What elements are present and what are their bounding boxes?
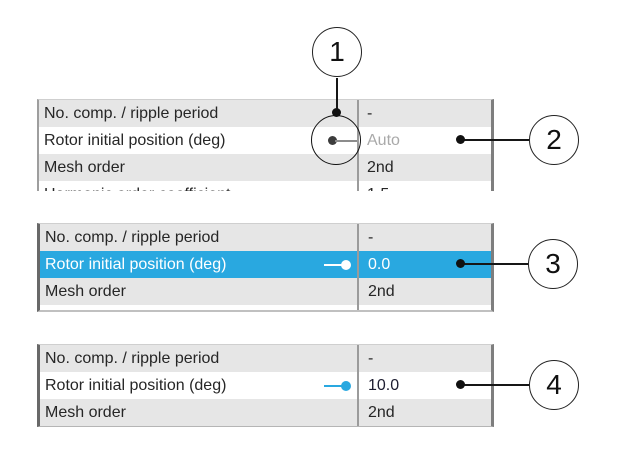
slider-dot — [341, 259, 351, 270]
property-value[interactable]: 10.0 — [368, 376, 400, 394]
table-row-clipped[interactable]: Harmonic order coefficient 1.5 — [39, 181, 491, 191]
property-label: Harmonic order coefficient — [39, 186, 358, 192]
property-label: Rotor initial position (deg) — [45, 255, 227, 273]
callout-3-endpoint-dot — [456, 259, 465, 268]
slider-track — [324, 263, 346, 266]
callout-4-circle: 4 — [529, 360, 579, 410]
property-value[interactable]: 0.0 — [368, 255, 391, 273]
callout-2-leader-line — [464, 139, 529, 141]
property-label: Mesh order — [45, 403, 126, 421]
column-divider — [357, 224, 359, 310]
callout-3-label: 3 — [545, 248, 561, 279]
table-row-rotor-position-selected[interactable]: Rotor initial position (deg) 0.0 — [40, 251, 491, 278]
callout-1-leader-line — [336, 78, 338, 110]
callout-1-circle: 1 — [312, 27, 362, 77]
property-value[interactable]: - — [368, 349, 374, 367]
table-row[interactable]: No. comp. / ripple period - — [40, 224, 491, 251]
column-divider — [357, 345, 359, 426]
table-row[interactable]: Mesh order 2nd — [40, 399, 491, 426]
property-table-selected: No. comp. / ripple period - Rotor initia… — [37, 223, 494, 312]
property-label: Rotor initial position (deg) — [44, 131, 226, 149]
property-label: Mesh order — [45, 282, 126, 300]
table-row-rotor-position[interactable]: Rotor initial position (deg) Auto — [39, 127, 491, 154]
callout-4-leader-line — [464, 384, 529, 386]
property-value[interactable]: 1.5 — [358, 186, 491, 192]
callout-1-label: 1 — [329, 36, 345, 67]
slider-handle-icon[interactable] — [324, 380, 352, 392]
callout-3-leader-line — [464, 263, 528, 265]
property-value[interactable]: 2nd — [368, 403, 395, 421]
property-label: No. comp. / ripple period — [45, 349, 220, 367]
callout-4-label: 4 — [546, 369, 562, 400]
callout-4-endpoint-dot — [456, 380, 465, 389]
property-value[interactable]: 2nd — [368, 282, 395, 300]
table-row[interactable]: No. comp. / ripple period - — [40, 345, 491, 372]
property-value[interactable]: Auto — [367, 131, 400, 149]
table-row[interactable]: Mesh order 2nd — [39, 154, 491, 181]
callout-1-endpoint-dot — [332, 108, 341, 117]
property-label: No. comp. / ripple period — [44, 104, 219, 122]
property-value[interactable]: - — [367, 104, 373, 122]
property-table-edited: No. comp. / ripple period - Rotor initia… — [37, 344, 494, 427]
slider-track — [324, 384, 346, 387]
table-row-rotor-position[interactable]: Rotor initial position (deg) 10.0 — [40, 372, 491, 399]
clipped-row-sliver — [40, 305, 491, 310]
callout-2-endpoint-dot — [456, 135, 465, 144]
property-label: Mesh order — [44, 158, 125, 176]
slider-handle-icon[interactable] — [324, 259, 352, 271]
property-table-auto: No. comp. / ripple period - Rotor initia… — [37, 99, 494, 191]
slider-dot — [341, 380, 351, 391]
table-row[interactable]: No. comp. / ripple period - — [39, 100, 491, 127]
property-label: Rotor initial position (deg) — [45, 376, 227, 394]
callout-3-circle: 3 — [528, 239, 578, 289]
property-value[interactable]: 2nd — [367, 158, 394, 176]
property-value[interactable]: - — [368, 228, 374, 246]
callout-2-label: 2 — [546, 124, 562, 155]
slider-highlight-ring — [311, 115, 361, 165]
property-label: No. comp. / ripple period — [45, 228, 220, 246]
callout-2-circle: 2 — [529, 115, 579, 165]
table-row[interactable]: Mesh order 2nd — [40, 278, 491, 305]
